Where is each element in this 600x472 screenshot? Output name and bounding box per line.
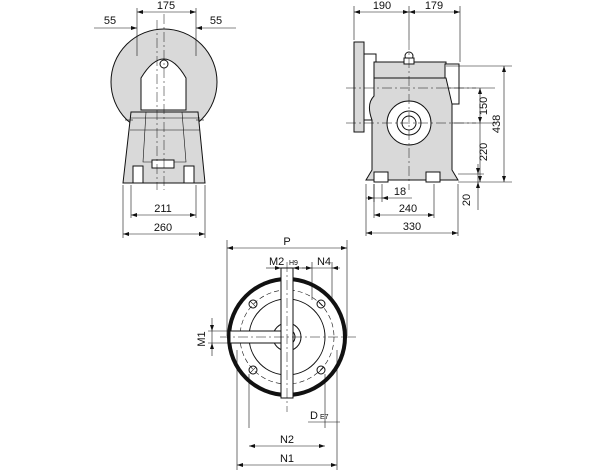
dim-n1: N1 bbox=[280, 453, 294, 465]
arrow bbox=[210, 343, 214, 349]
dim-p: P bbox=[283, 236, 290, 248]
arrow bbox=[403, 10, 409, 14]
dim-211: 211 bbox=[154, 203, 172, 215]
dim-n4: N4 bbox=[317, 256, 331, 268]
arrow bbox=[382, 196, 388, 200]
front-foot-right bbox=[183, 165, 195, 184]
side-flange bbox=[353, 41, 365, 133]
dim-20: 20 bbox=[461, 194, 473, 206]
arrow bbox=[331, 463, 337, 467]
bolt-hole bbox=[316, 365, 326, 375]
dim-55-right: 55 bbox=[210, 15, 222, 27]
arrow bbox=[476, 182, 480, 188]
dim-220: 220 bbox=[478, 143, 490, 161]
arrow bbox=[452, 231, 458, 235]
arrow bbox=[374, 213, 380, 217]
bolt-hole-cross bbox=[317, 366, 325, 374]
arrow bbox=[454, 10, 460, 14]
arrow bbox=[199, 232, 205, 236]
bolt-hole bbox=[316, 299, 326, 309]
bolt-hole-cross bbox=[317, 300, 325, 308]
flange-bolt-holes bbox=[248, 299, 326, 375]
dim-179: 179 bbox=[425, 0, 443, 12]
side-foot-left bbox=[373, 171, 389, 183]
arrow bbox=[306, 266, 312, 270]
arrow bbox=[502, 176, 506, 182]
dim-438: 438 bbox=[491, 115, 503, 133]
dim-150: 150 bbox=[478, 97, 490, 115]
dim-330: 330 bbox=[403, 221, 421, 233]
arrow bbox=[478, 88, 482, 94]
arrow bbox=[131, 213, 137, 217]
dim-d-tolerance: E7 bbox=[320, 414, 329, 421]
bolt-hole-cross bbox=[249, 366, 257, 374]
arrow bbox=[319, 444, 325, 448]
arrow bbox=[210, 325, 214, 331]
flange-view: P M2 H9 N4 M1 D E7 N2 bbox=[196, 236, 356, 470]
arrow bbox=[354, 10, 360, 14]
dim-n2: N2 bbox=[280, 434, 294, 446]
arrow bbox=[237, 463, 243, 467]
arrow bbox=[249, 444, 255, 448]
arrow bbox=[428, 213, 434, 217]
arrow bbox=[502, 66, 506, 72]
arrow bbox=[227, 246, 233, 250]
bolt-hole-cross bbox=[249, 300, 257, 308]
bolt-hole bbox=[248, 365, 258, 375]
dim-55-left: 55 bbox=[104, 15, 116, 27]
arrow bbox=[478, 117, 482, 123]
side-foot-right bbox=[425, 171, 441, 183]
arrow bbox=[190, 10, 196, 14]
front-boss bbox=[140, 58, 187, 111]
arrow bbox=[332, 266, 338, 270]
dim-m1: M1 bbox=[196, 331, 208, 346]
dim-190: 190 bbox=[373, 0, 391, 12]
dim-m2-tolerance: H9 bbox=[289, 260, 298, 267]
dim-240: 240 bbox=[399, 203, 417, 215]
arrow bbox=[123, 232, 129, 236]
dim-175: 175 bbox=[157, 0, 175, 12]
front-foot-left bbox=[132, 165, 144, 184]
arrow bbox=[368, 196, 374, 200]
arrow bbox=[341, 246, 347, 250]
arrow bbox=[409, 10, 415, 14]
arrow bbox=[293, 266, 299, 270]
dim-m2: M2 bbox=[269, 256, 284, 268]
dim-18: 18 bbox=[394, 186, 406, 198]
dim-d: D bbox=[310, 410, 318, 422]
arrow bbox=[366, 231, 372, 235]
arrow bbox=[190, 213, 196, 217]
front-foot-center bbox=[151, 159, 175, 169]
arrow bbox=[196, 26, 202, 30]
side-view: 190 179 150 220 438 20 18 bbox=[346, 0, 512, 236]
bolt-hole bbox=[248, 299, 258, 309]
arrow bbox=[478, 176, 482, 182]
arrow bbox=[476, 168, 480, 174]
front-view: 175 55 55 211 260 bbox=[94, 0, 236, 238]
arrow bbox=[275, 266, 281, 270]
dim-260: 260 bbox=[154, 222, 172, 234]
arrow bbox=[131, 26, 137, 30]
arrow bbox=[137, 10, 143, 14]
